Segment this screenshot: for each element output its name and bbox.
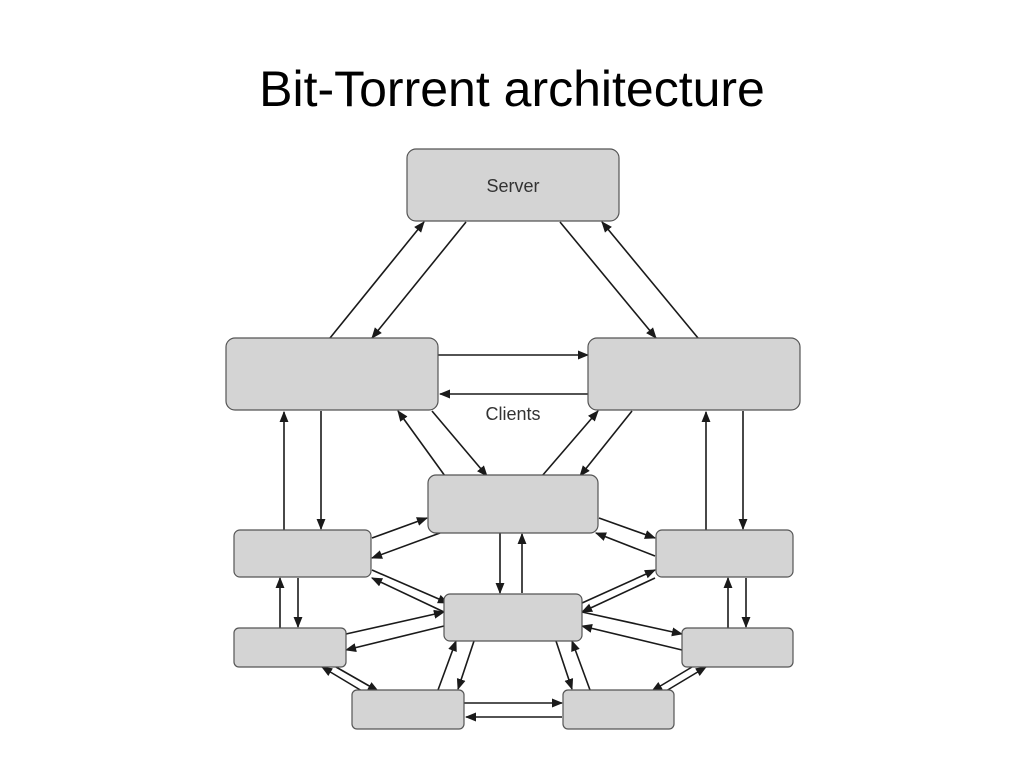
client-node-bottom-left: [351, 689, 465, 730]
edge-hub-to-client-ml: [370, 577, 445, 613]
clients-label: Clients: [485, 404, 540, 424]
client-node-top-left: [225, 337, 439, 411]
edge-client-tl-to-center: [431, 410, 488, 477]
slide-title: Bit-Torrent architecture: [259, 61, 765, 117]
edge-hub-to-client-mr: [581, 569, 657, 604]
edge-client-ml-to-center: [371, 517, 429, 539]
edge-client-ml-to-hub: [371, 569, 450, 604]
edge-center-to-client-tl: [397, 410, 446, 477]
client-node-middle-left: [233, 529, 372, 578]
client-node-center: [427, 474, 599, 534]
edge-client-tr-to-server: [601, 221, 699, 339]
server-label: Server: [486, 176, 539, 196]
edge-hub-to-client-ll: [344, 625, 445, 652]
client-node-bottom-right: [562, 689, 675, 730]
edge-client-br-to-hub: [571, 639, 591, 691]
edge-client-lr-to-hub: [580, 623, 683, 651]
edge-server-to-client-tl: [371, 221, 467, 339]
client-node-top-right: [587, 337, 801, 411]
edge-client-bl-to-client-ll: [321, 666, 363, 692]
edge-hub-to-client-bl: [456, 640, 475, 691]
edge-client-lr-to-client-br: [651, 666, 693, 692]
client-node-middle-right: [655, 529, 794, 578]
edge-client-ll-to-client-bl: [335, 666, 379, 692]
client-node-lower-right: [681, 627, 794, 668]
edge-center-to-client-tr: [541, 410, 599, 477]
edge-client-mr-to-center: [594, 532, 656, 557]
edge-hub-to-client-br: [555, 640, 574, 691]
edge-client-ll-to-hub: [345, 609, 446, 635]
edge-client-mr-to-hub: [580, 577, 656, 613]
edge-center-to-client-mr: [598, 517, 657, 539]
server-node: [406, 148, 620, 222]
edge-client-br-to-client-lr: [665, 666, 707, 692]
edge-client-tl-to-server: [329, 221, 425, 339]
edge-server-to-client-tr: [559, 221, 657, 339]
client-node-lower-left: [233, 627, 347, 668]
edge-hub-to-client-lr: [581, 611, 684, 637]
edge-center-to-client-ml: [370, 532, 441, 559]
client-node-hub: [443, 593, 583, 642]
edge-client-tr-to-center: [579, 410, 633, 477]
edge-client-bl-to-hub: [437, 639, 457, 691]
